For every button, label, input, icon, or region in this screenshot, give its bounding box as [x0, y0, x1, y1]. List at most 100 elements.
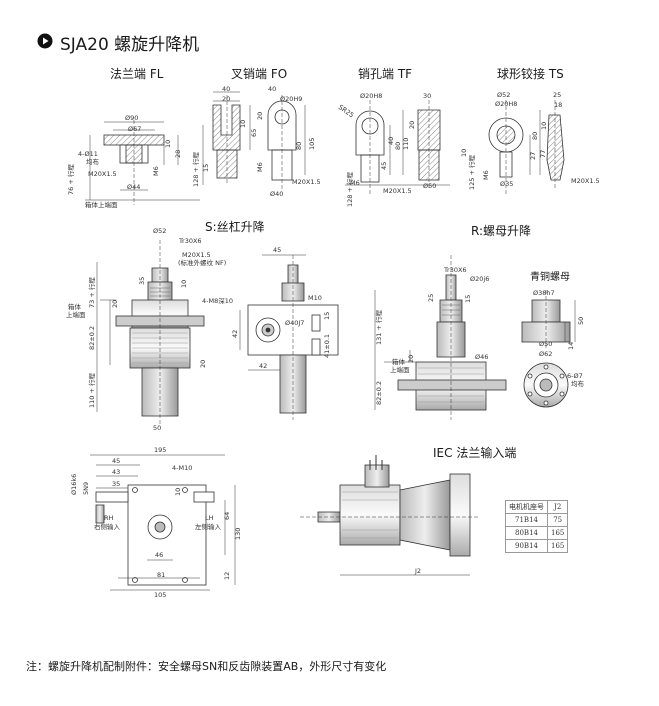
iec-flange-labels: J2: [414, 567, 421, 575]
dim-label: 45: [380, 162, 388, 170]
dim-label: 41±0.1: [323, 334, 331, 358]
dim-label: 4-Ø11: [78, 150, 98, 158]
dim-label: 110 + 行程: [87, 373, 96, 408]
dim-label: 40: [268, 85, 276, 93]
dim-label: Ø16k6: [70, 474, 78, 495]
dim-label: Tr30X6: [443, 266, 467, 274]
bronze-nut-view: [521, 290, 576, 408]
dim-label: 左侧输入: [195, 522, 222, 531]
page-title: SJA20 螺旋升降机: [60, 35, 200, 55]
section-tf-label: 销孔端 TF: [358, 67, 413, 81]
dim-label: Ø20H9: [280, 95, 302, 103]
dim-label: 右侧输入: [94, 522, 121, 531]
dim-label: 105: [308, 138, 316, 150]
section-r-label: R:螺母升降: [471, 224, 532, 238]
dim-label: Ø52: [153, 227, 166, 235]
dim-label: 131 + 行程: [374, 310, 383, 345]
dim-label: 45: [112, 457, 120, 465]
dim-label: 25: [553, 91, 561, 99]
table-cell: 165: [546, 526, 569, 540]
dim-label: 50: [577, 317, 585, 325]
motor-frame-table: 电机机座号 J2 71B14 75 80B14 165 90B14 165: [505, 500, 569, 553]
dim-label: 80: [531, 132, 539, 140]
bronze-nut-labels: Ø38h7 50 Ø50 Ø62 14 6-Ø7 均布: [533, 289, 585, 388]
dim-label: Ø20j6: [470, 275, 489, 283]
dim-label: 65: [250, 129, 258, 137]
dim-label: J2: [414, 567, 421, 575]
dim-label: 4-M8深10: [202, 296, 233, 305]
dim-label: 箱体: [392, 357, 406, 366]
bottom-top-view: [90, 454, 236, 591]
table-cell: 165: [546, 539, 569, 553]
r-jack-view: [374, 255, 507, 420]
dim-label: 28: [174, 150, 182, 158]
s-jack-front-labels: Ø52 Tr30X6 M20X1.5 (标准外螺纹 NF) 35 10 73 +…: [66, 227, 226, 432]
dim-label: 128 + 行程: [345, 172, 354, 207]
table-row: 80B14 165: [505, 526, 569, 540]
dim-label: 40: [222, 85, 230, 93]
table-header-cell: J2: [546, 500, 569, 514]
section-iec-label: IEC 法兰输入端: [433, 446, 517, 460]
dim-label: M6: [152, 166, 160, 176]
dim-label: 6-Ø7: [567, 372, 583, 380]
fl-dimension-labels: Ø90 Ø67 4-Ø11 均布 M20X1.5 M6 10 28 Ø44 76…: [66, 114, 182, 209]
section-fo-label: 叉销端 FO: [231, 67, 288, 81]
dim-label: 20: [199, 360, 207, 368]
dim-label: Tr30X6: [178, 237, 202, 245]
dim-label: 30: [423, 92, 431, 100]
dim-label: 35: [138, 277, 146, 285]
table-header-cell: 电机机座号: [505, 500, 548, 514]
r-jack-labels: Tr30X6 Ø20j6 25 15 131 + 行程 20 Ø46 箱体 上端…: [374, 266, 489, 405]
footnote: 注：螺旋升降机配制附件：安全螺母SN和反齿隙装置AB，外形尺寸有变化: [26, 660, 387, 673]
dim-label: 195: [154, 446, 166, 454]
dim-label: 40: [387, 137, 395, 145]
dim-label: Ø46: [475, 353, 488, 361]
dim-label: 105: [154, 591, 166, 599]
table-header-row: 电机机座号 J2: [505, 500, 569, 514]
dim-label: 10: [180, 280, 188, 288]
dim-label: Ø44: [127, 183, 140, 191]
table-row: 71B14 75: [505, 513, 569, 527]
dim-label: 80: [394, 142, 402, 150]
dim-label: 64: [223, 512, 231, 520]
dim-label: 18: [554, 101, 562, 109]
play-bullet-icon: [37, 33, 53, 49]
dim-label: 128 + 行程: [191, 152, 200, 187]
dim-label: 5N9: [82, 482, 90, 495]
dim-label: 箱体上端面: [85, 200, 118, 209]
dim-label: 42: [231, 330, 239, 338]
dim-label: 46: [155, 551, 163, 559]
table-cell: 80B14: [505, 526, 548, 540]
fo-drawing: [202, 91, 306, 190]
dim-label: SR25: [337, 103, 355, 119]
s-jack-top-labels: 45 4-M8深10 M10 15 Ø40J7 42 41±0.1 42 20: [199, 246, 331, 370]
dim-label: M20X1.5: [383, 187, 412, 195]
dim-label: 82±0.2: [375, 381, 383, 405]
dim-label: 50: [153, 424, 161, 432]
section-ts-label: 球形铰接 TS: [497, 67, 564, 81]
dim-label: 上端面: [66, 310, 86, 319]
dim-label: Ø50: [423, 182, 436, 190]
table-cell: 71B14: [505, 513, 548, 527]
dim-label: 箱体: [68, 302, 82, 311]
dim-label: M10: [308, 294, 322, 302]
s-jack-front-view: [96, 240, 205, 425]
dim-label: Ø20H8: [360, 92, 382, 100]
iec-flange-view: [300, 455, 480, 576]
dim-label: 20: [408, 121, 416, 129]
dim-label: M20X1.5: [571, 177, 600, 185]
dim-label: 15: [464, 295, 472, 303]
dim-label: 10: [460, 149, 468, 157]
dim-label: 上端面: [390, 365, 410, 374]
dim-label: 110: [402, 138, 410, 150]
dim-label: Ø40: [270, 190, 283, 198]
dim-label: 20: [111, 300, 119, 308]
dim-label: 76 + 行程: [66, 164, 75, 195]
dim-label: 35: [112, 480, 120, 488]
dim-label: 10: [239, 120, 247, 128]
dim-label: 42: [259, 362, 267, 370]
dim-label: 82±0.2: [88, 326, 96, 350]
dim-label: Ø90: [125, 114, 138, 122]
dim-label: 10: [540, 122, 548, 130]
bottom-top-labels: 195 45 43 35 10 4-M10 Ø16k6 5N9 RH 右侧输入 …: [70, 446, 242, 599]
